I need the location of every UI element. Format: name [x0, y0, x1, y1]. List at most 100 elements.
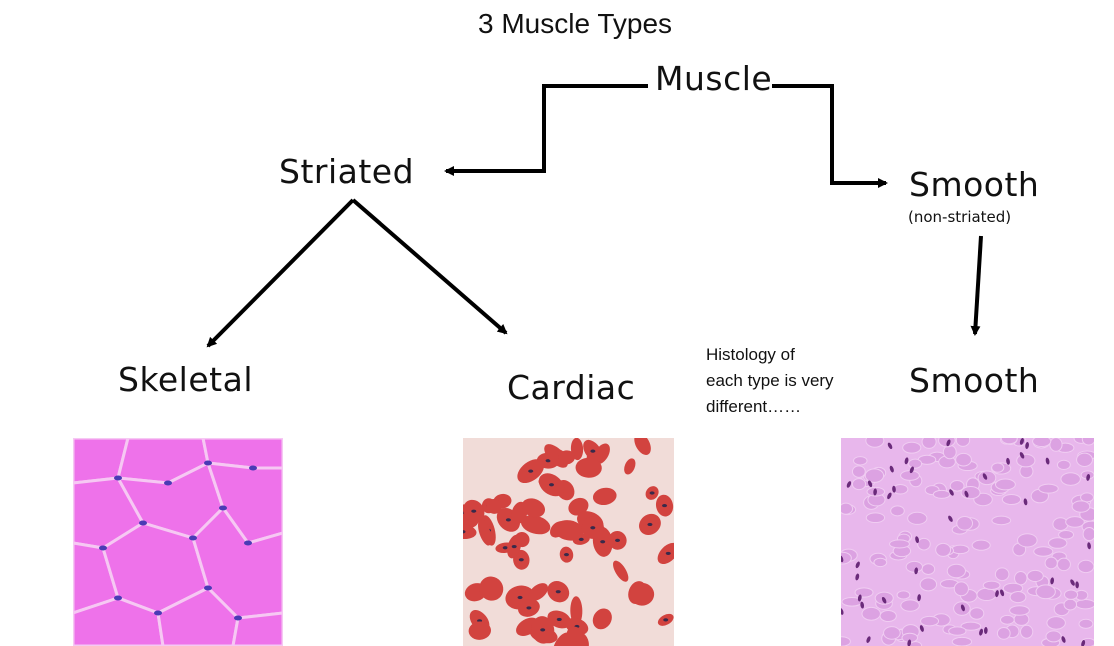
smooth-nucleus	[873, 488, 877, 496]
smooth-cell	[1056, 459, 1071, 470]
smooth-cell	[1078, 618, 1094, 629]
node-skeletal: Skeletal	[118, 360, 253, 399]
smooth-cell	[1045, 630, 1062, 643]
node-smooth-top: Smooth	[909, 165, 1040, 204]
cardiac-nucleus	[528, 469, 534, 473]
smooth-nucleus	[964, 490, 969, 498]
smooth-cell	[851, 465, 866, 478]
skeletal-histology-image	[73, 438, 283, 646]
smooth-nucleus	[904, 457, 909, 465]
smooth-cell	[1081, 438, 1094, 446]
histology-note-line-2: each type is very	[706, 371, 834, 390]
cardiac-fibre	[634, 438, 651, 455]
skeletal-nucleus	[164, 480, 172, 486]
smooth-cell	[1065, 516, 1085, 528]
smooth-nucleus	[860, 601, 865, 609]
smooth-cell	[919, 577, 938, 592]
node-smooth-bottom: Smooth	[909, 361, 1040, 400]
smooth-nucleus	[1070, 579, 1075, 586]
smooth-cell	[949, 480, 965, 492]
smooth-cell	[969, 607, 985, 620]
cardiac-fibre	[552, 632, 571, 646]
smooth-cell	[864, 468, 885, 483]
smooth-nucleus	[841, 555, 844, 563]
smooth-nucleus	[914, 567, 918, 575]
smooth-cell	[900, 599, 920, 612]
smooth-cell	[853, 456, 868, 466]
cardiac-nucleus	[662, 503, 668, 508]
cardiac-nucleus	[502, 546, 508, 550]
smooth-nucleus	[917, 594, 921, 602]
smooth-cell	[841, 636, 851, 646]
smooth-cell	[1038, 483, 1059, 494]
cardiac-nucleus	[590, 526, 596, 530]
cardiac-fibre	[478, 519, 492, 546]
cardiac-nucleus	[665, 551, 671, 556]
skeletal-nucleus	[139, 520, 147, 526]
arrow-smooth-to-smooth	[970, 235, 983, 336]
cardiac-nucleus	[463, 530, 466, 534]
smooth-cell	[999, 614, 1015, 625]
smooth-cell	[955, 452, 972, 467]
smooth-cell	[1075, 598, 1094, 610]
smooth-cell	[1052, 517, 1069, 532]
smooth-nucleus	[887, 442, 893, 450]
skeletal-nucleus	[114, 475, 122, 481]
smooth-cell	[976, 587, 997, 602]
smooth-cell	[942, 444, 957, 460]
cardiac-nucleus	[578, 537, 584, 541]
cardiac-nucleus	[548, 483, 554, 487]
smooth-cell	[1076, 452, 1093, 467]
smooth-cell	[905, 560, 923, 573]
smooth-cell	[946, 563, 966, 579]
cardiac-nucleus	[563, 553, 569, 557]
smooth-cell	[1033, 546, 1054, 557]
smooth-cell	[854, 587, 874, 598]
smooth-nucleus	[1061, 636, 1066, 643]
cardiac-fibre	[613, 560, 629, 582]
smooth-cell	[960, 485, 981, 500]
smooth-nucleus	[960, 604, 965, 612]
cardiac-fibre	[486, 499, 502, 514]
smooth-cell	[932, 489, 951, 499]
cardiac-fibre	[568, 497, 589, 516]
smooth-cell	[865, 512, 886, 524]
skeletal-nucleus	[154, 610, 162, 616]
smooth-cell	[1032, 438, 1052, 448]
smooth-cell	[994, 567, 1010, 582]
smooth-nucleus	[881, 596, 887, 604]
smooth-cell	[1049, 438, 1063, 452]
smooth-nucleus	[1019, 452, 1025, 459]
smooth-cell	[841, 551, 852, 565]
smooth-nucleus	[1025, 442, 1029, 449]
cardiac-nucleus	[526, 606, 532, 610]
smooth-nucleus	[979, 628, 983, 636]
smooth-nucleus	[995, 590, 999, 598]
cardiac-nucleus	[545, 459, 551, 463]
smooth-cell	[1063, 589, 1079, 600]
smooth-cell	[1035, 584, 1056, 600]
smooth-cell	[956, 515, 974, 531]
smooth-cell	[1082, 527, 1094, 542]
cardiac-fibre	[629, 582, 655, 606]
arrow-striated-to-cardiac	[351, 198, 508, 335]
smooth-cell	[1020, 624, 1034, 639]
smooth-nucleus	[907, 639, 912, 646]
smooth-nucleus	[1081, 640, 1086, 646]
smooth-cell	[960, 621, 982, 631]
node-cardiac: Cardiac	[507, 368, 636, 407]
smooth-cell	[889, 539, 910, 549]
smooth-cell	[1016, 533, 1038, 548]
smooth-nucleus	[889, 465, 894, 473]
arrow-muscle-to-striated	[444, 84, 648, 176]
smooth-nucleus	[982, 473, 988, 480]
node-muscle: Muscle	[655, 59, 773, 98]
smooth-cell	[991, 515, 1012, 526]
cardiac-nucleus	[647, 522, 653, 527]
smooth-cell	[851, 478, 867, 491]
cardiac-fibre	[558, 450, 576, 465]
smooth-cell	[1046, 616, 1066, 630]
smooth-cell	[1077, 559, 1094, 574]
smooth-cell	[896, 590, 911, 600]
